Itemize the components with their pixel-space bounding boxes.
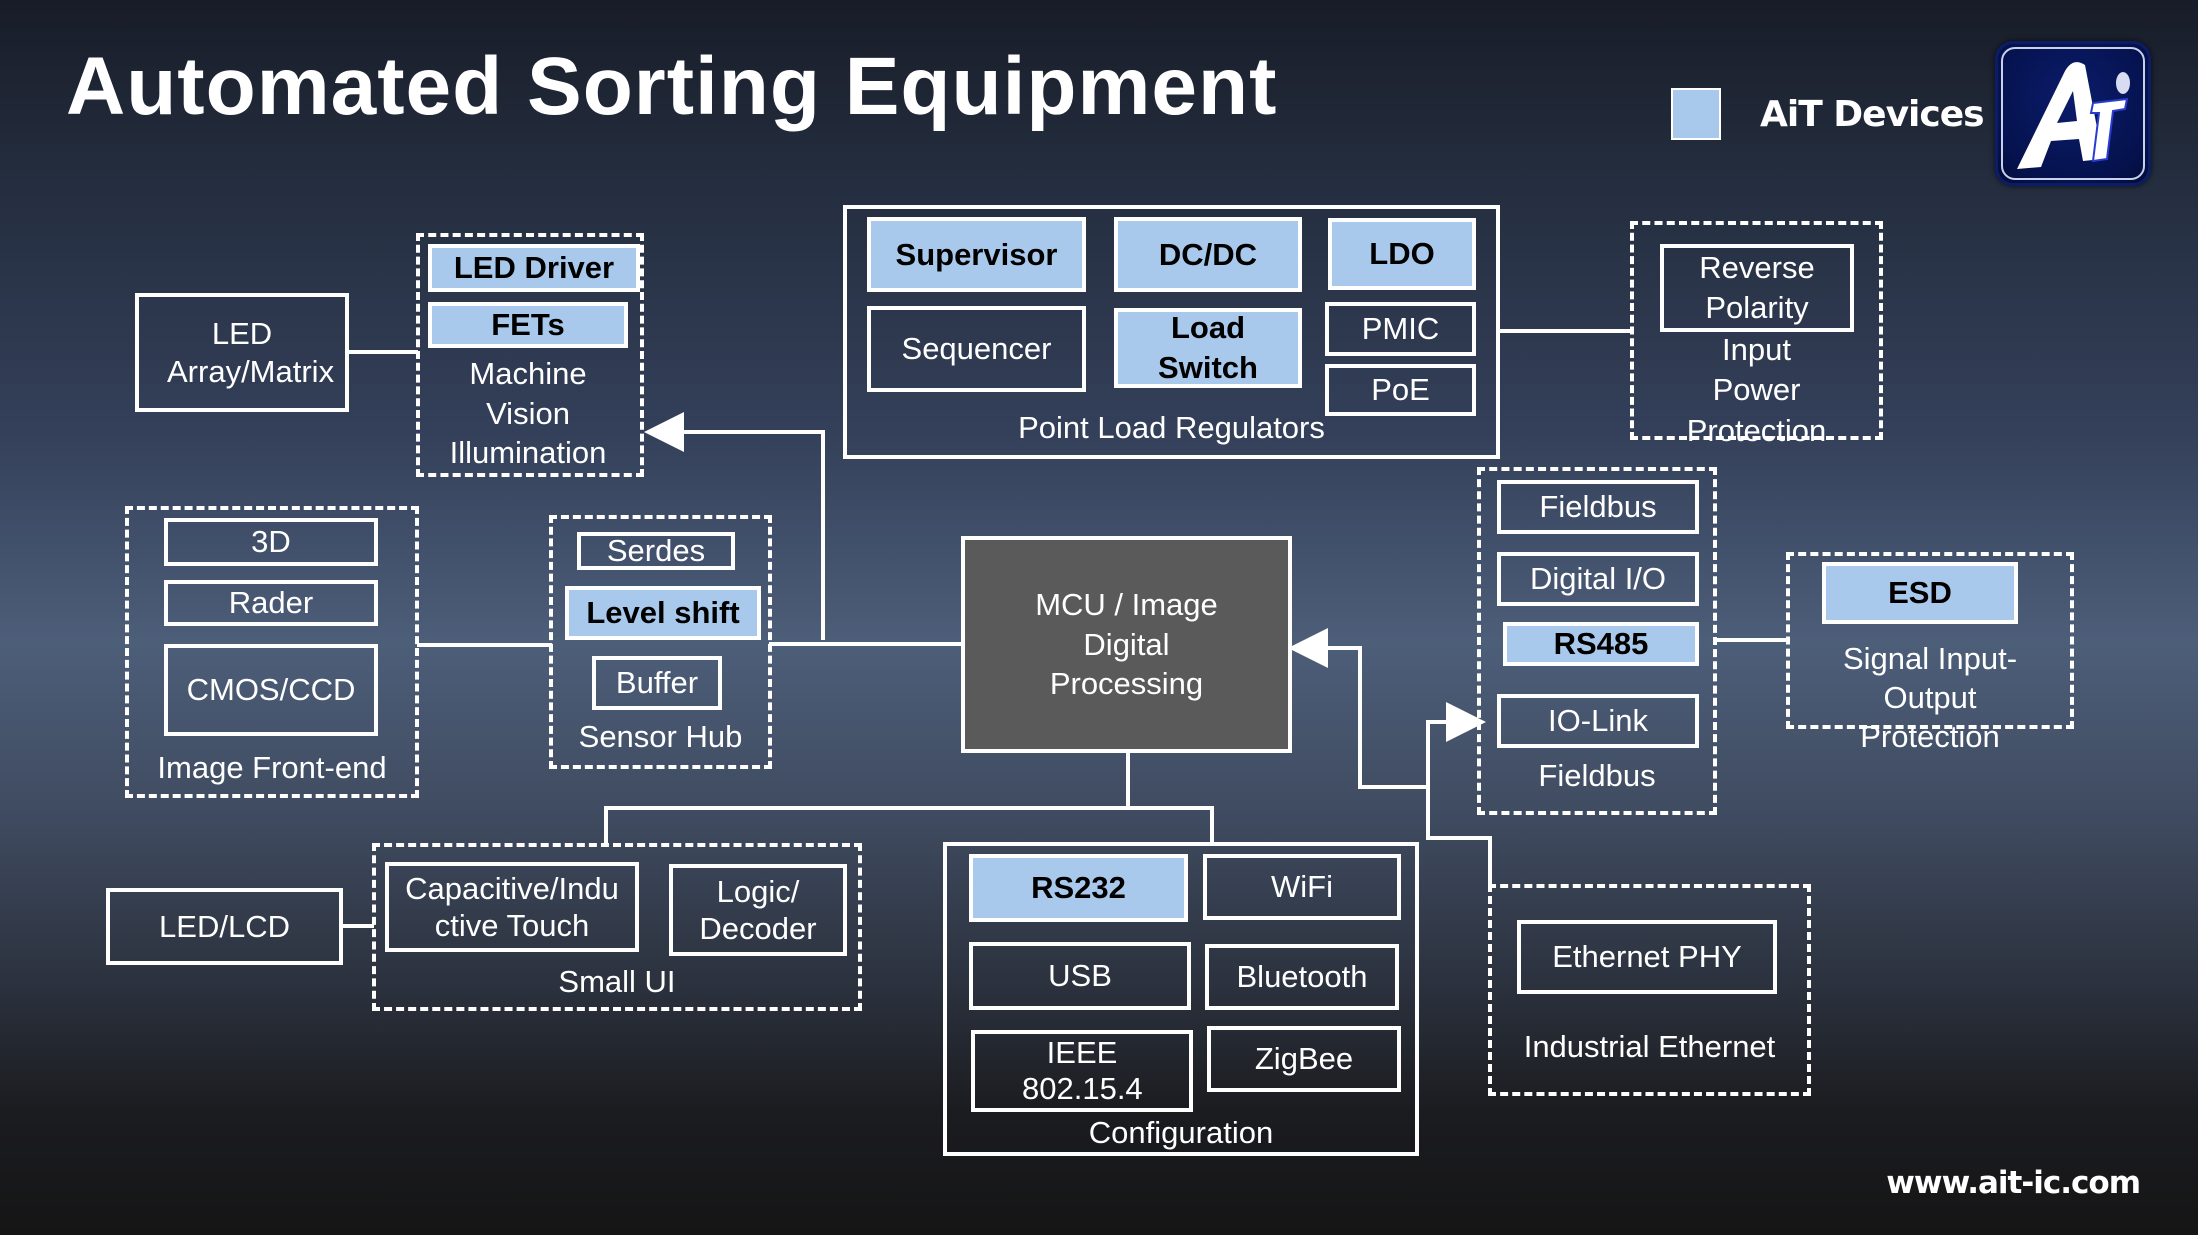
- zigbee-block[interactable]: ZigBee: [1207, 1026, 1401, 1092]
- led-lcd-block[interactable]: LED/LCD: [106, 888, 343, 965]
- wire-fieldbus-to-mcu: [1288, 628, 1428, 789]
- wire-to-configuration: [1128, 806, 1214, 842]
- digital-io-block[interactable]: Digital I/O: [1497, 552, 1699, 606]
- sequencer-block[interactable]: Sequencer: [867, 306, 1086, 392]
- ethernet-phy-block[interactable]: Ethernet PHY: [1517, 920, 1777, 994]
- industrial-ethernet-group: [1488, 884, 1811, 1096]
- sensor-hub-title: Sensor Hub: [578, 719, 743, 754]
- ldo-block[interactable]: LDO: [1328, 218, 1476, 290]
- dcdc-block[interactable]: DC/DC: [1114, 217, 1302, 292]
- io-link-block[interactable]: IO-Link: [1497, 694, 1699, 748]
- buffer-block[interactable]: Buffer: [592, 656, 722, 710]
- sensor-hub-group: [549, 515, 772, 769]
- wire-to-industrial-ethernet: [1426, 787, 1492, 888]
- load-switch-block[interactable]: Load Switch: [1114, 308, 1302, 388]
- poe-block[interactable]: PoE: [1325, 364, 1476, 416]
- wire-to-small-ui: [604, 806, 1128, 843]
- reverse-polarity-label: Reverse Polarity: [1699, 249, 1815, 325]
- capacitive-touch-label: Capacitive/Inductive Touch: [405, 870, 619, 943]
- industrial-ethernet-title: Industrial Ethernet: [1523, 1029, 1776, 1064]
- point-load-title: Point Load Regulators: [1018, 410, 1325, 445]
- wire-mcu-to-machine-vision: [644, 412, 825, 640]
- mcu-block[interactable]: MCU / Image Digital Processing: [961, 536, 1292, 753]
- legend-label: AiT Devices: [1760, 94, 1985, 135]
- ieee-label: IEEE 802.15.4: [1022, 1035, 1143, 1106]
- supervisor-block[interactable]: Supervisor: [867, 217, 1086, 292]
- capacitive-touch-block[interactable]: Capacitive/Inductive Touch: [385, 862, 639, 952]
- signal-protection-title: Signal Input-Output Protection: [1842, 641, 2018, 754]
- page-title: Automated Sorting Equipment: [66, 41, 1278, 132]
- machine-vision-group: [416, 233, 644, 477]
- configuration-title: Configuration: [1088, 1115, 1274, 1150]
- 3d-block[interactable]: 3D: [164, 518, 378, 566]
- fieldbus-title: Fieldbus: [1538, 758, 1656, 793]
- small-ui-group: [372, 843, 862, 1011]
- cmos-ccd-block[interactable]: CMOS/CCD: [164, 644, 378, 736]
- load-switch-label: Load Switch: [1158, 309, 1258, 385]
- led-array-block[interactable]: LED Array/Matrix: [135, 293, 349, 412]
- rader-block[interactable]: Rader: [164, 580, 378, 626]
- input-power-title: Input Power Protection: [1686, 332, 1827, 448]
- input-power-group: [1630, 221, 1883, 440]
- level-shift-block[interactable]: Level shift: [565, 586, 761, 640]
- configuration-group: [943, 842, 1419, 1156]
- ait-logo-icon: [1995, 41, 2151, 186]
- website-link[interactable]: www.ait-ic.com: [1886, 1165, 2141, 1201]
- rs485-block[interactable]: RS485: [1503, 622, 1699, 666]
- fets-block[interactable]: FETs: [428, 302, 628, 348]
- reverse-polarity-block[interactable]: Reverse Polarity: [1660, 244, 1854, 332]
- bluetooth-block[interactable]: Bluetooth: [1205, 944, 1399, 1010]
- machine-vision-title: Machine Vision Illumination: [449, 356, 607, 471]
- led-array-label: LED Array/Matrix: [167, 316, 335, 389]
- small-ui-title: Small UI: [558, 964, 676, 999]
- fieldbus-group: [1477, 467, 1717, 815]
- image-frontend-title: Image Front-end: [157, 750, 387, 785]
- wire-to-fieldbus-iolink: [1426, 702, 1486, 787]
- usb-block[interactable]: USB: [969, 942, 1191, 1010]
- legend-swatch: [1671, 88, 1721, 140]
- signal-protection-group: [1786, 552, 2074, 729]
- rs232-block[interactable]: RS232: [969, 854, 1188, 922]
- led-driver-block[interactable]: LED Driver: [428, 244, 640, 292]
- mcu-label: MCU / Image Digital Processing: [1035, 586, 1218, 702]
- wifi-block[interactable]: WiFi: [1203, 854, 1401, 920]
- logic-decoder-block[interactable]: Logic/ Decoder: [669, 864, 847, 956]
- ieee-802-15-4-block[interactable]: IEEE 802.15.4: [971, 1030, 1193, 1112]
- esd-block[interactable]: ESD: [1822, 562, 2018, 624]
- fieldbus-item-block[interactable]: Fieldbus: [1497, 480, 1699, 534]
- image-frontend-group: [125, 506, 419, 798]
- logic-decoder-label: Logic/ Decoder: [699, 873, 817, 946]
- point-load-group: [843, 205, 1500, 459]
- serdes-block[interactable]: Serdes: [577, 532, 735, 570]
- pmic-block[interactable]: PMIC: [1325, 302, 1476, 356]
